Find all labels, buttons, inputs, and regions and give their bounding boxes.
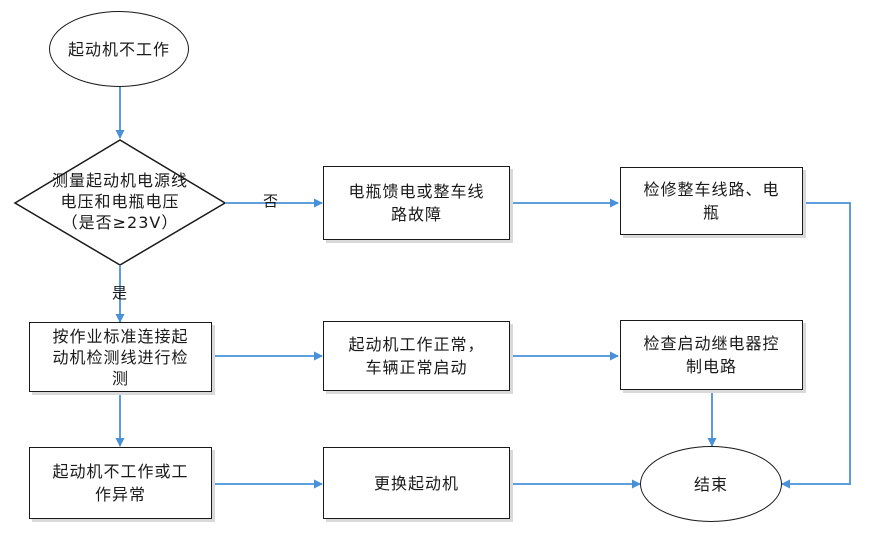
starter-abnormal-node: 起动机不工作或工 作异常 [29,447,212,519]
starter-ok-line-1: 起动机工作正常， [348,335,485,354]
start-node-label: 起动机不工作 [67,39,170,59]
battery-fault-line-1: 电瓶馈电或整车线 [348,182,485,201]
replace-starter-label: 更换起动机 [373,473,459,493]
replace-starter-node: 更换起动机 [323,447,510,519]
connect-line-node: 按作业标准连接起 动机检测线进行检 测 [29,322,212,392]
check-relay-node: 检查启动继电器控 制电路 [620,320,803,390]
start-node: 起动机不工作 [49,11,189,87]
check-wiring-line-2: 瓶 [702,203,720,222]
starter-ok-node: 起动机工作正常， 车辆正常启动 [323,321,510,391]
check-wiring-node: 检修整车线路、电 瓶 [620,167,803,235]
connect-line-line-2: 动机检测线进行检 [52,347,189,367]
starter-ok-line-2: 车辆正常启动 [365,358,468,377]
starter-abnormal-line-1: 起动机不工作或工 [52,462,189,481]
arrow-wiring-to-end [781,202,851,489]
decision-node: 测量起动机电源线 电压和电瓶电压 （是否≥23V） [18,170,222,233]
decision-line-1: 测量起动机电源线 [51,171,188,190]
starter-abnormal-line-2: 作异常 [94,485,146,504]
decision-line-3: （是否≥23V） [61,213,179,232]
connect-line-line-3: 测 [111,368,129,388]
edge-label-yes: 是 [112,284,128,302]
check-relay-line-1: 检查启动继电器控 [643,334,780,353]
check-wiring-line-1: 检修整车线路、电 [643,180,780,199]
end-node-label: 结束 [693,474,728,494]
battery-fault-line-2: 路故障 [390,205,442,224]
connect-line-line-1: 按作业标准连接起 [52,326,189,346]
check-relay-line-2: 制电路 [685,357,737,376]
decision-line-2: 电压和电瓶电压 [60,192,180,211]
end-node: 结束 [640,446,782,522]
edge-label-no: 否 [263,192,279,210]
battery-fault-node: 电瓶馈电或整车线 路故障 [323,166,510,240]
